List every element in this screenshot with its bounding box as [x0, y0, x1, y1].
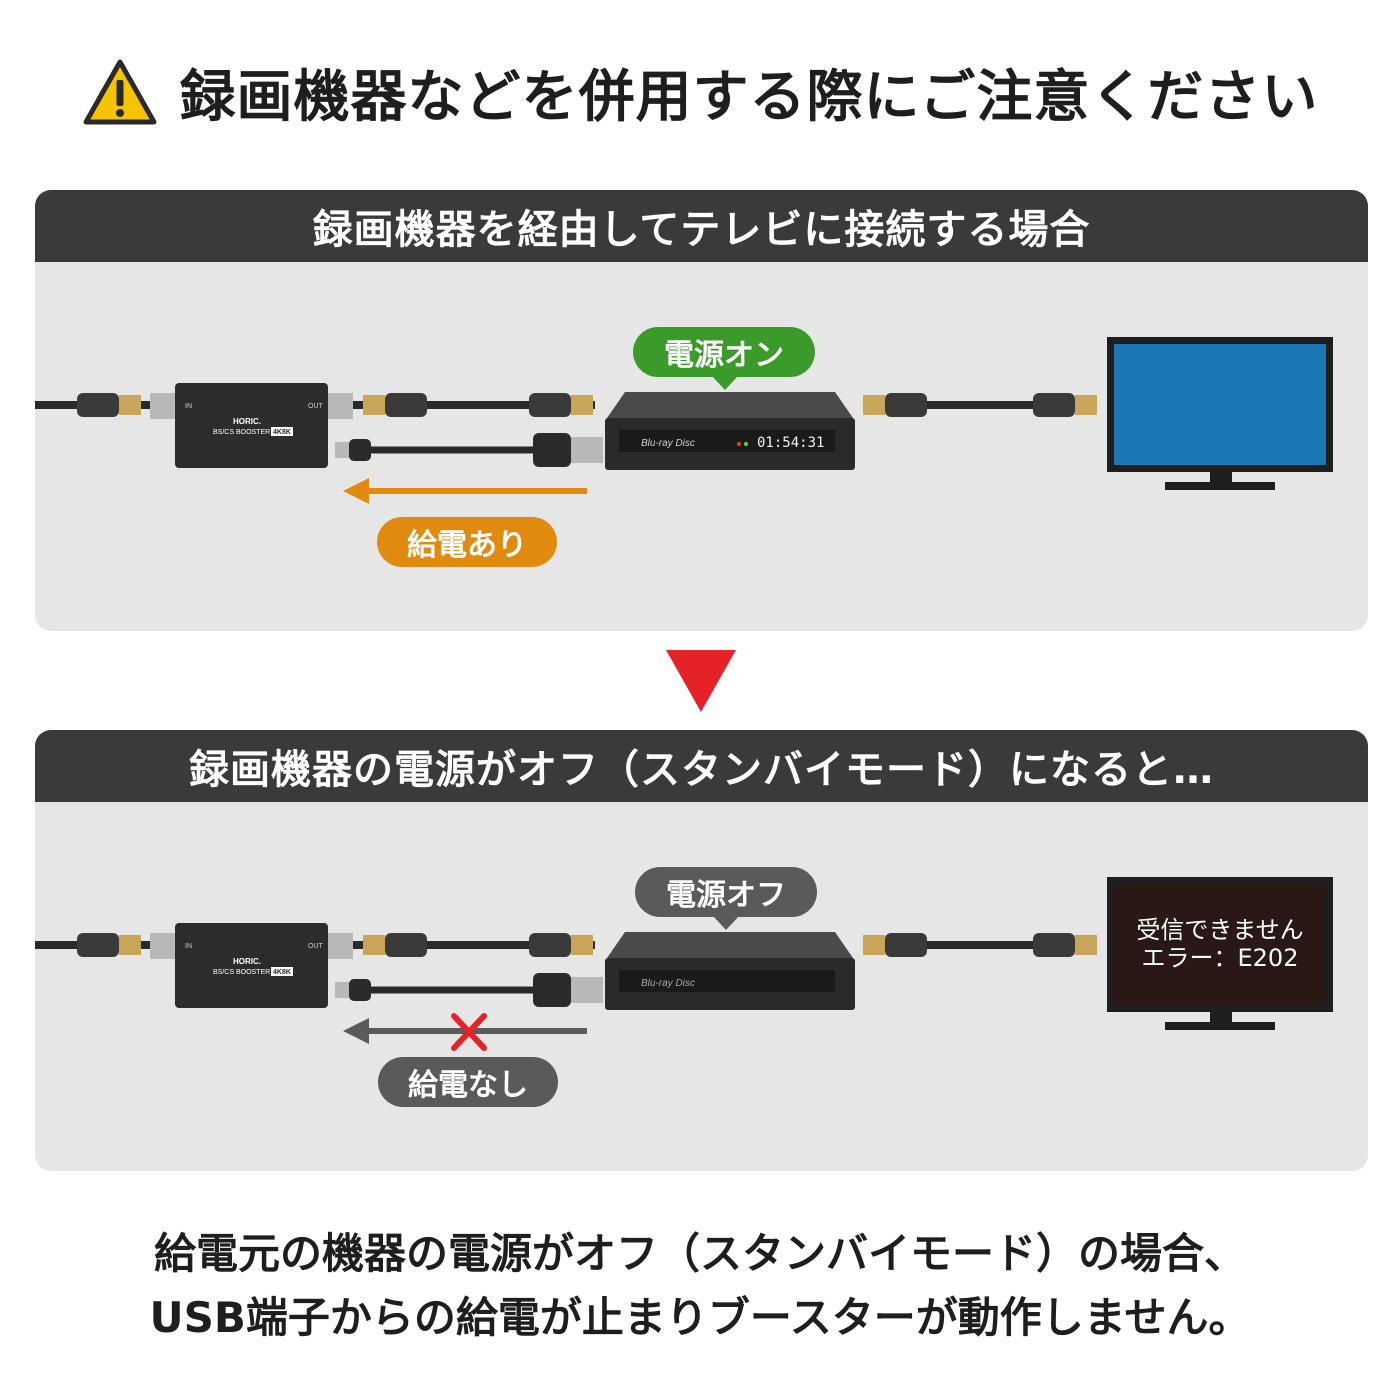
panel-header-text: 録画機器を経由してテレビに接続する場合: [312, 207, 1091, 253]
status-pill-pointer: [713, 916, 739, 930]
power-arrow: [343, 1018, 587, 1044]
booster-device: IN OUT HORIC. BS/CS BOOSTER 4K8K: [150, 923, 353, 1008]
usb-micro-plug: [335, 979, 371, 1001]
recorder-device: Blu-ray Disc: [605, 932, 855, 1010]
footer-note: 給電元の機器の電源がオフ（スタンバイモード）の場合、 USB端子からの給電が止ま…: [0, 1222, 1400, 1350]
tv-screen: [1114, 884, 1326, 1005]
status-label: 電源オン: [664, 338, 784, 373]
booster-model: BS/CS BOOSTER: [213, 429, 270, 436]
booster-brand: HORIC.: [233, 417, 261, 426]
connection-scene-off: IN OUT HORIC. BS/CS BOOSTER 4K8K Blu-ray…: [35, 877, 1333, 1051]
f-connector: [77, 933, 141, 957]
tv-error-line1: 受信できません: [1136, 916, 1304, 944]
footer-line1: 給電元の機器の電源がオフ（スタンバイモード）の場合、: [153, 1229, 1246, 1278]
booster-badge: 4K8K: [273, 969, 291, 976]
booster-out-label: OUT: [308, 943, 324, 950]
f-connector: [529, 393, 593, 417]
power-supply-label: 給電あり: [407, 528, 527, 563]
recorder-device: Blu-ray Disc 01:54:31: [605, 392, 855, 470]
f-connector: [863, 933, 927, 957]
panel-power-off: 録画機器の電源がオフ（スタンバイモード）になると…: [35, 730, 1368, 1171]
footer-line2: USB端子からの給電が止まりブースターが動作しません。: [149, 1293, 1251, 1342]
recorder-clock: 01:54:31: [757, 435, 824, 451]
f-connector: [1033, 393, 1097, 417]
usb-a-plug: [533, 973, 603, 1007]
f-connector: [77, 393, 141, 417]
recorder-brand: Blu-ray Disc: [641, 978, 695, 989]
booster-brand: HORIC.: [233, 957, 261, 966]
f-connector: [363, 393, 427, 417]
panel-header: 録画機器の電源がオフ（スタンバイモード）になると…: [35, 730, 1368, 802]
tv-device: [1107, 877, 1333, 1030]
power-arrow: [343, 478, 587, 504]
connection-scene-on: IN OUT HORIC. BS/CS BOOSTER 4K8K Blu-ray…: [35, 337, 1333, 504]
booster-badge: 4K8K: [273, 429, 291, 436]
cross-icon: [451, 1013, 487, 1051]
tv-device: [1107, 337, 1333, 490]
panel-header: 録画機器を経由してテレビに接続する場合: [35, 190, 1368, 262]
status-pill: 電源オフ: [635, 867, 817, 917]
status-pill: 電源オン: [633, 327, 815, 377]
page-title-text: 録画機器などを併用する際にご注意ください: [179, 64, 1319, 130]
panel-power-on: 録画機器を経由してテレビに接続する場合: [35, 190, 1368, 631]
f-connector: [363, 933, 427, 957]
page-title: 録画機器などを併用する際にご注意ください: [0, 52, 1400, 132]
usb-micro-plug: [335, 439, 371, 461]
panel-header-text: 録画機器の電源がオフ（スタンバイモード）になると…: [189, 747, 1214, 793]
recorder-brand: Blu-ray Disc: [641, 438, 695, 449]
down-triangle-icon: [666, 650, 736, 712]
f-connector: [1033, 933, 1097, 957]
warning-icon: [83, 59, 157, 125]
tv-screen: [1114, 344, 1326, 465]
booster-out-label: OUT: [308, 403, 324, 410]
status-label: 電源オフ: [666, 878, 786, 913]
tv-error-line2: エラー：E202: [1141, 944, 1299, 972]
status-pill-pointer: [712, 376, 738, 390]
power-supply-pill: 給電あり: [377, 517, 557, 567]
power-supply-pill: 給電なし: [378, 1057, 558, 1107]
booster-in-label: IN: [185, 403, 192, 410]
tv-error-message: 受信できません エラー：E202: [1114, 916, 1326, 972]
usb-a-plug: [533, 433, 603, 467]
booster-model: BS/CS BOOSTER: [213, 969, 270, 976]
booster-in-label: IN: [185, 943, 192, 950]
power-supply-label: 給電なし: [408, 1068, 528, 1103]
booster-device: IN OUT HORIC. BS/CS BOOSTER 4K8K: [150, 383, 353, 468]
f-connector: [863, 393, 927, 417]
f-connector: [529, 933, 593, 957]
